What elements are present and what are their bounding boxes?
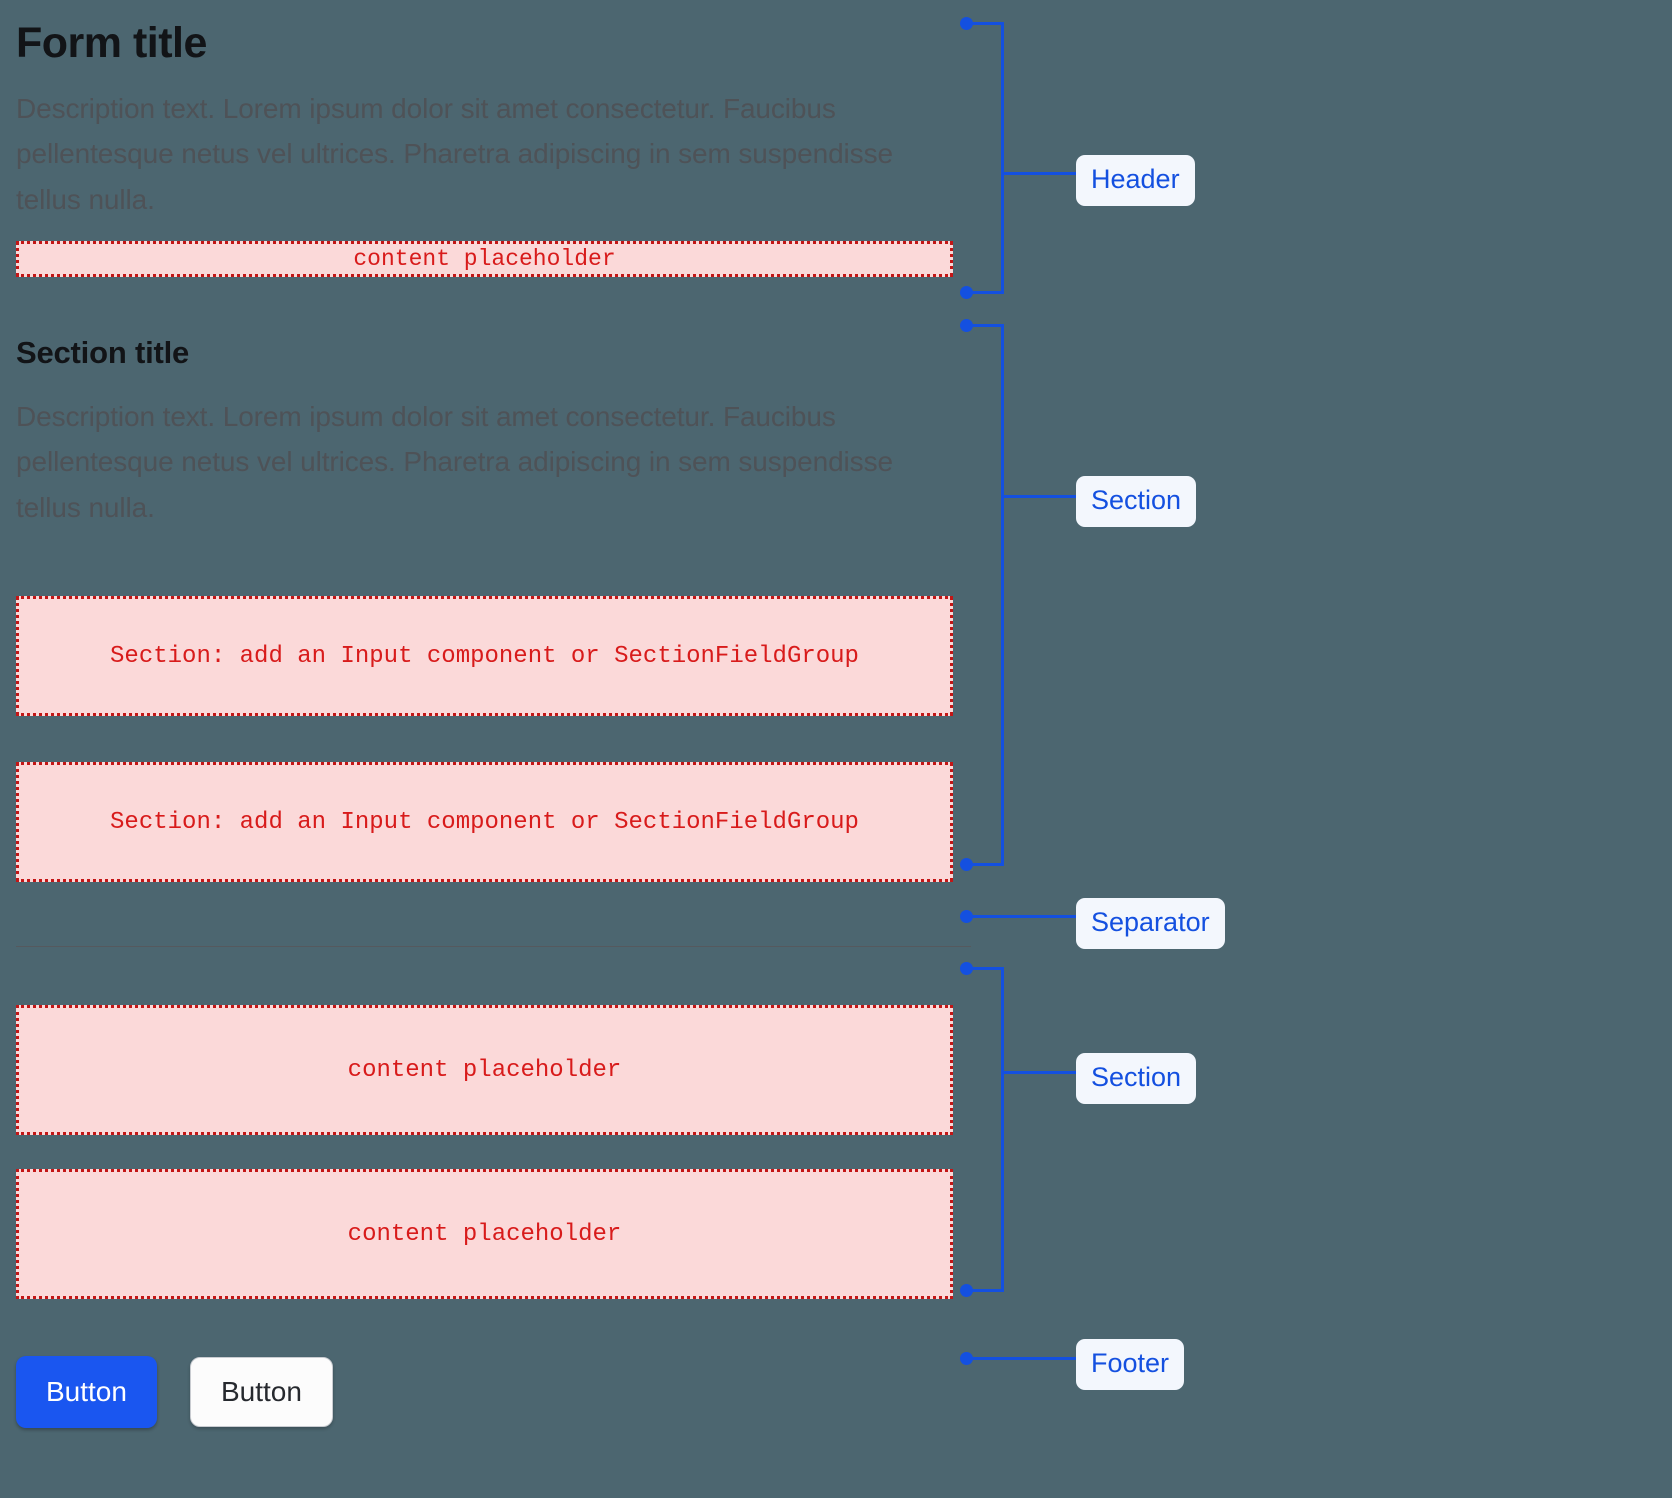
form-section-two: content placeholder content placeholder (16, 1005, 956, 1300)
secondary-button[interactable]: Button (189, 1357, 333, 1428)
leader-line (966, 1357, 1080, 1360)
bracket-dot-bottom (960, 286, 973, 299)
bracket-dot-bottom (960, 1284, 973, 1297)
bracket-arm-top (965, 324, 1004, 327)
annotation-badge-footer[interactable]: Footer (1076, 1339, 1185, 1390)
bracket-stem (1004, 172, 1078, 175)
bracket-dot-top (960, 17, 973, 30)
annotation-badge-separator[interactable]: Separator (1076, 898, 1225, 949)
separator (16, 946, 971, 948)
bracket-vertical-line (1001, 967, 1004, 1292)
page-title: Form title (16, 19, 207, 67)
section-field-placeholder[interactable]: Section: add an Input component or Secti… (16, 762, 953, 883)
form-header: Form title Description text. Lorem ipsum… (16, 0, 956, 278)
bracket-arm-top (965, 967, 1004, 970)
annotation-badge-section-two[interactable]: Section (1076, 1053, 1197, 1104)
bracket-arm-top (965, 22, 1004, 25)
section-content-placeholder[interactable]: content placeholder (16, 1169, 953, 1300)
bracket-stem (1004, 495, 1078, 498)
section-description: Description text. Lorem ipsum dolor sit … (16, 401, 893, 523)
bracket-arm-bottom (965, 291, 1004, 294)
bracket-vertical-line (1001, 324, 1004, 866)
leader-line (966, 915, 1080, 918)
section-title: Section title (16, 335, 190, 371)
bracket-vertical-line (1001, 22, 1004, 294)
bracket-dot-bottom (960, 858, 973, 871)
bracket-stem (1004, 1071, 1078, 1074)
header-content-placeholder[interactable]: content placeholder (16, 241, 953, 278)
annotation-badge-section-one[interactable]: Section (1076, 476, 1197, 527)
form-footer: Button Button (16, 1356, 956, 1429)
form-content-column: Form title Description text. Lorem ipsum… (16, 0, 971, 1429)
form-description: Description text. Lorem ipsum dolor sit … (16, 93, 893, 215)
annotation-badge-header[interactable]: Header (1076, 155, 1195, 206)
form-section-one: Section title Description text. Lorem ip… (16, 335, 956, 883)
bracket-dot-top (960, 962, 973, 975)
bracket-arm-bottom (965, 863, 1004, 866)
primary-button[interactable]: Button (16, 1356, 157, 1429)
bracket-dot-top (960, 319, 973, 332)
section-content-placeholder[interactable]: content placeholder (16, 1005, 953, 1136)
bracket-arm-bottom (965, 1289, 1004, 1292)
section-field-placeholder[interactable]: Section: add an Input component or Secti… (16, 596, 953, 717)
